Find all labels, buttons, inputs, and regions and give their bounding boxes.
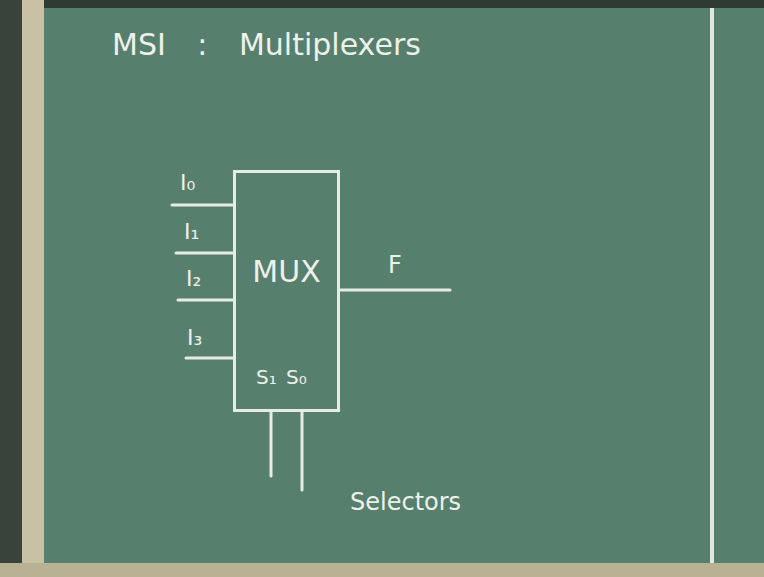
selector-wire	[301, 412, 304, 490]
select-pin: S₁	[256, 367, 277, 387]
left-frame-wood	[22, 0, 44, 577]
input-label: I₂	[186, 268, 201, 290]
input-label: I₁	[184, 221, 199, 243]
input-wire	[186, 357, 233, 360]
selector-caption: Selectors	[350, 490, 461, 514]
left-frame	[0, 0, 22, 577]
board-divider	[710, 8, 714, 563]
input-wire	[176, 252, 233, 255]
select-pin: S₀	[286, 367, 307, 387]
title: MSI : Multiplexers	[112, 30, 421, 60]
bottom-frame	[0, 563, 764, 577]
input-wire	[178, 299, 233, 302]
mux-wires	[172, 205, 450, 490]
input-label: I₀	[180, 172, 195, 194]
block-name: MUX	[252, 257, 320, 287]
input-label: I₃	[187, 327, 202, 349]
mux-box: MUX S₁ S₀	[233, 170, 340, 412]
output-label: F	[388, 253, 402, 277]
top-strip	[0, 0, 764, 8]
selector-wire	[270, 412, 273, 476]
input-wire	[172, 204, 233, 207]
output-wire	[340, 289, 450, 292]
